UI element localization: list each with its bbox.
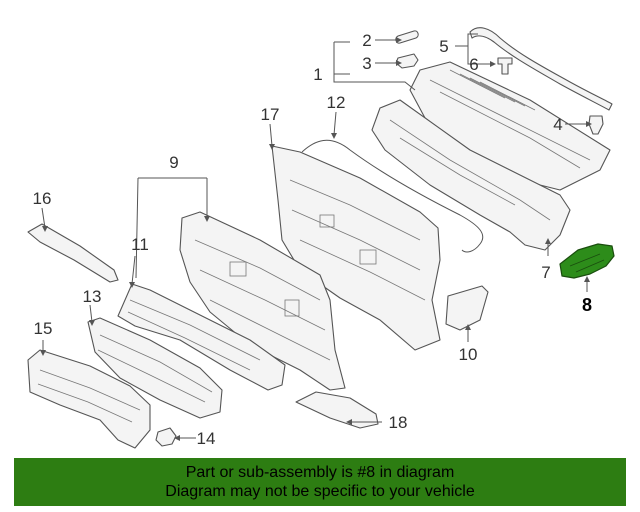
- part-1-cowl-panel: [409, 61, 611, 191]
- part-9-dash-panel: [179, 211, 346, 391]
- leader-lines: [41, 33, 588, 439]
- part-10-bracket: [445, 285, 489, 331]
- part-17-insulator: [271, 145, 441, 351]
- callout-2: 2: [362, 31, 371, 50]
- parts-diagram: 1 2 3 4 5 6 7 8 9 10 11 12 13 14 15 16 1…: [27, 27, 615, 449]
- info-banner: Part or sub-assembly is #8 in diagram Di…: [14, 458, 626, 506]
- callout-12: 12: [327, 93, 346, 112]
- callout-16: 16: [33, 189, 52, 208]
- callout-6: 6: [469, 55, 478, 74]
- callout-1: 1: [313, 65, 322, 84]
- part-14-bolt: [155, 427, 177, 447]
- part-13-lower-panel: [87, 317, 223, 419]
- part-6-fastener: [497, 57, 513, 75]
- part-15-lower-dash: [27, 349, 151, 449]
- callout-7: 7: [541, 263, 550, 282]
- part-11-cross-member: [117, 283, 286, 391]
- part-8-bracket: [559, 243, 615, 279]
- callout-17: 17: [261, 105, 280, 124]
- callout-5: 5: [439, 37, 448, 56]
- callout-13: 13: [83, 287, 102, 306]
- part-18-floor-piece: [295, 391, 379, 429]
- part-4-clip: [588, 115, 604, 135]
- part-7-cowl-side-panel: [371, 99, 571, 251]
- callout-11: 11: [131, 235, 149, 254]
- callout-8: 8: [582, 295, 592, 315]
- callout-3: 3: [362, 54, 371, 73]
- banner-line-2: Diagram may not be specific to your vehi…: [165, 483, 475, 500]
- callout-18: 18: [389, 413, 408, 432]
- callout-9: 9: [169, 153, 178, 172]
- part-12-seal: [301, 139, 484, 253]
- part-3-clip: [395, 53, 419, 69]
- part-5-weatherstrip: [469, 27, 613, 111]
- arrowheads: [40, 37, 592, 441]
- callout-15: 15: [34, 319, 53, 338]
- callout-14: 14: [197, 429, 216, 448]
- callout-4: 4: [553, 115, 562, 134]
- callout-10: 10: [459, 345, 478, 364]
- banner-line-1: Part or sub-assembly is #8 in diagram: [185, 464, 455, 481]
- part-16-reinforcement: [27, 223, 119, 283]
